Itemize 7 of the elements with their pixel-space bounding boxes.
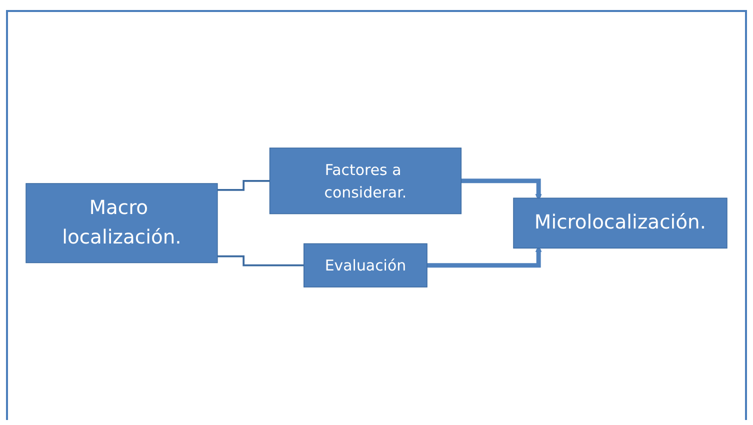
node-box: Factores a considerar. [269,148,462,214]
node-box: Macro localización. [26,183,218,264]
node-box: Evaluación [304,243,428,288]
arrow [461,178,542,200]
connector [217,180,271,191]
connector [217,255,305,266]
node-box: Microlocalización. [513,198,728,249]
